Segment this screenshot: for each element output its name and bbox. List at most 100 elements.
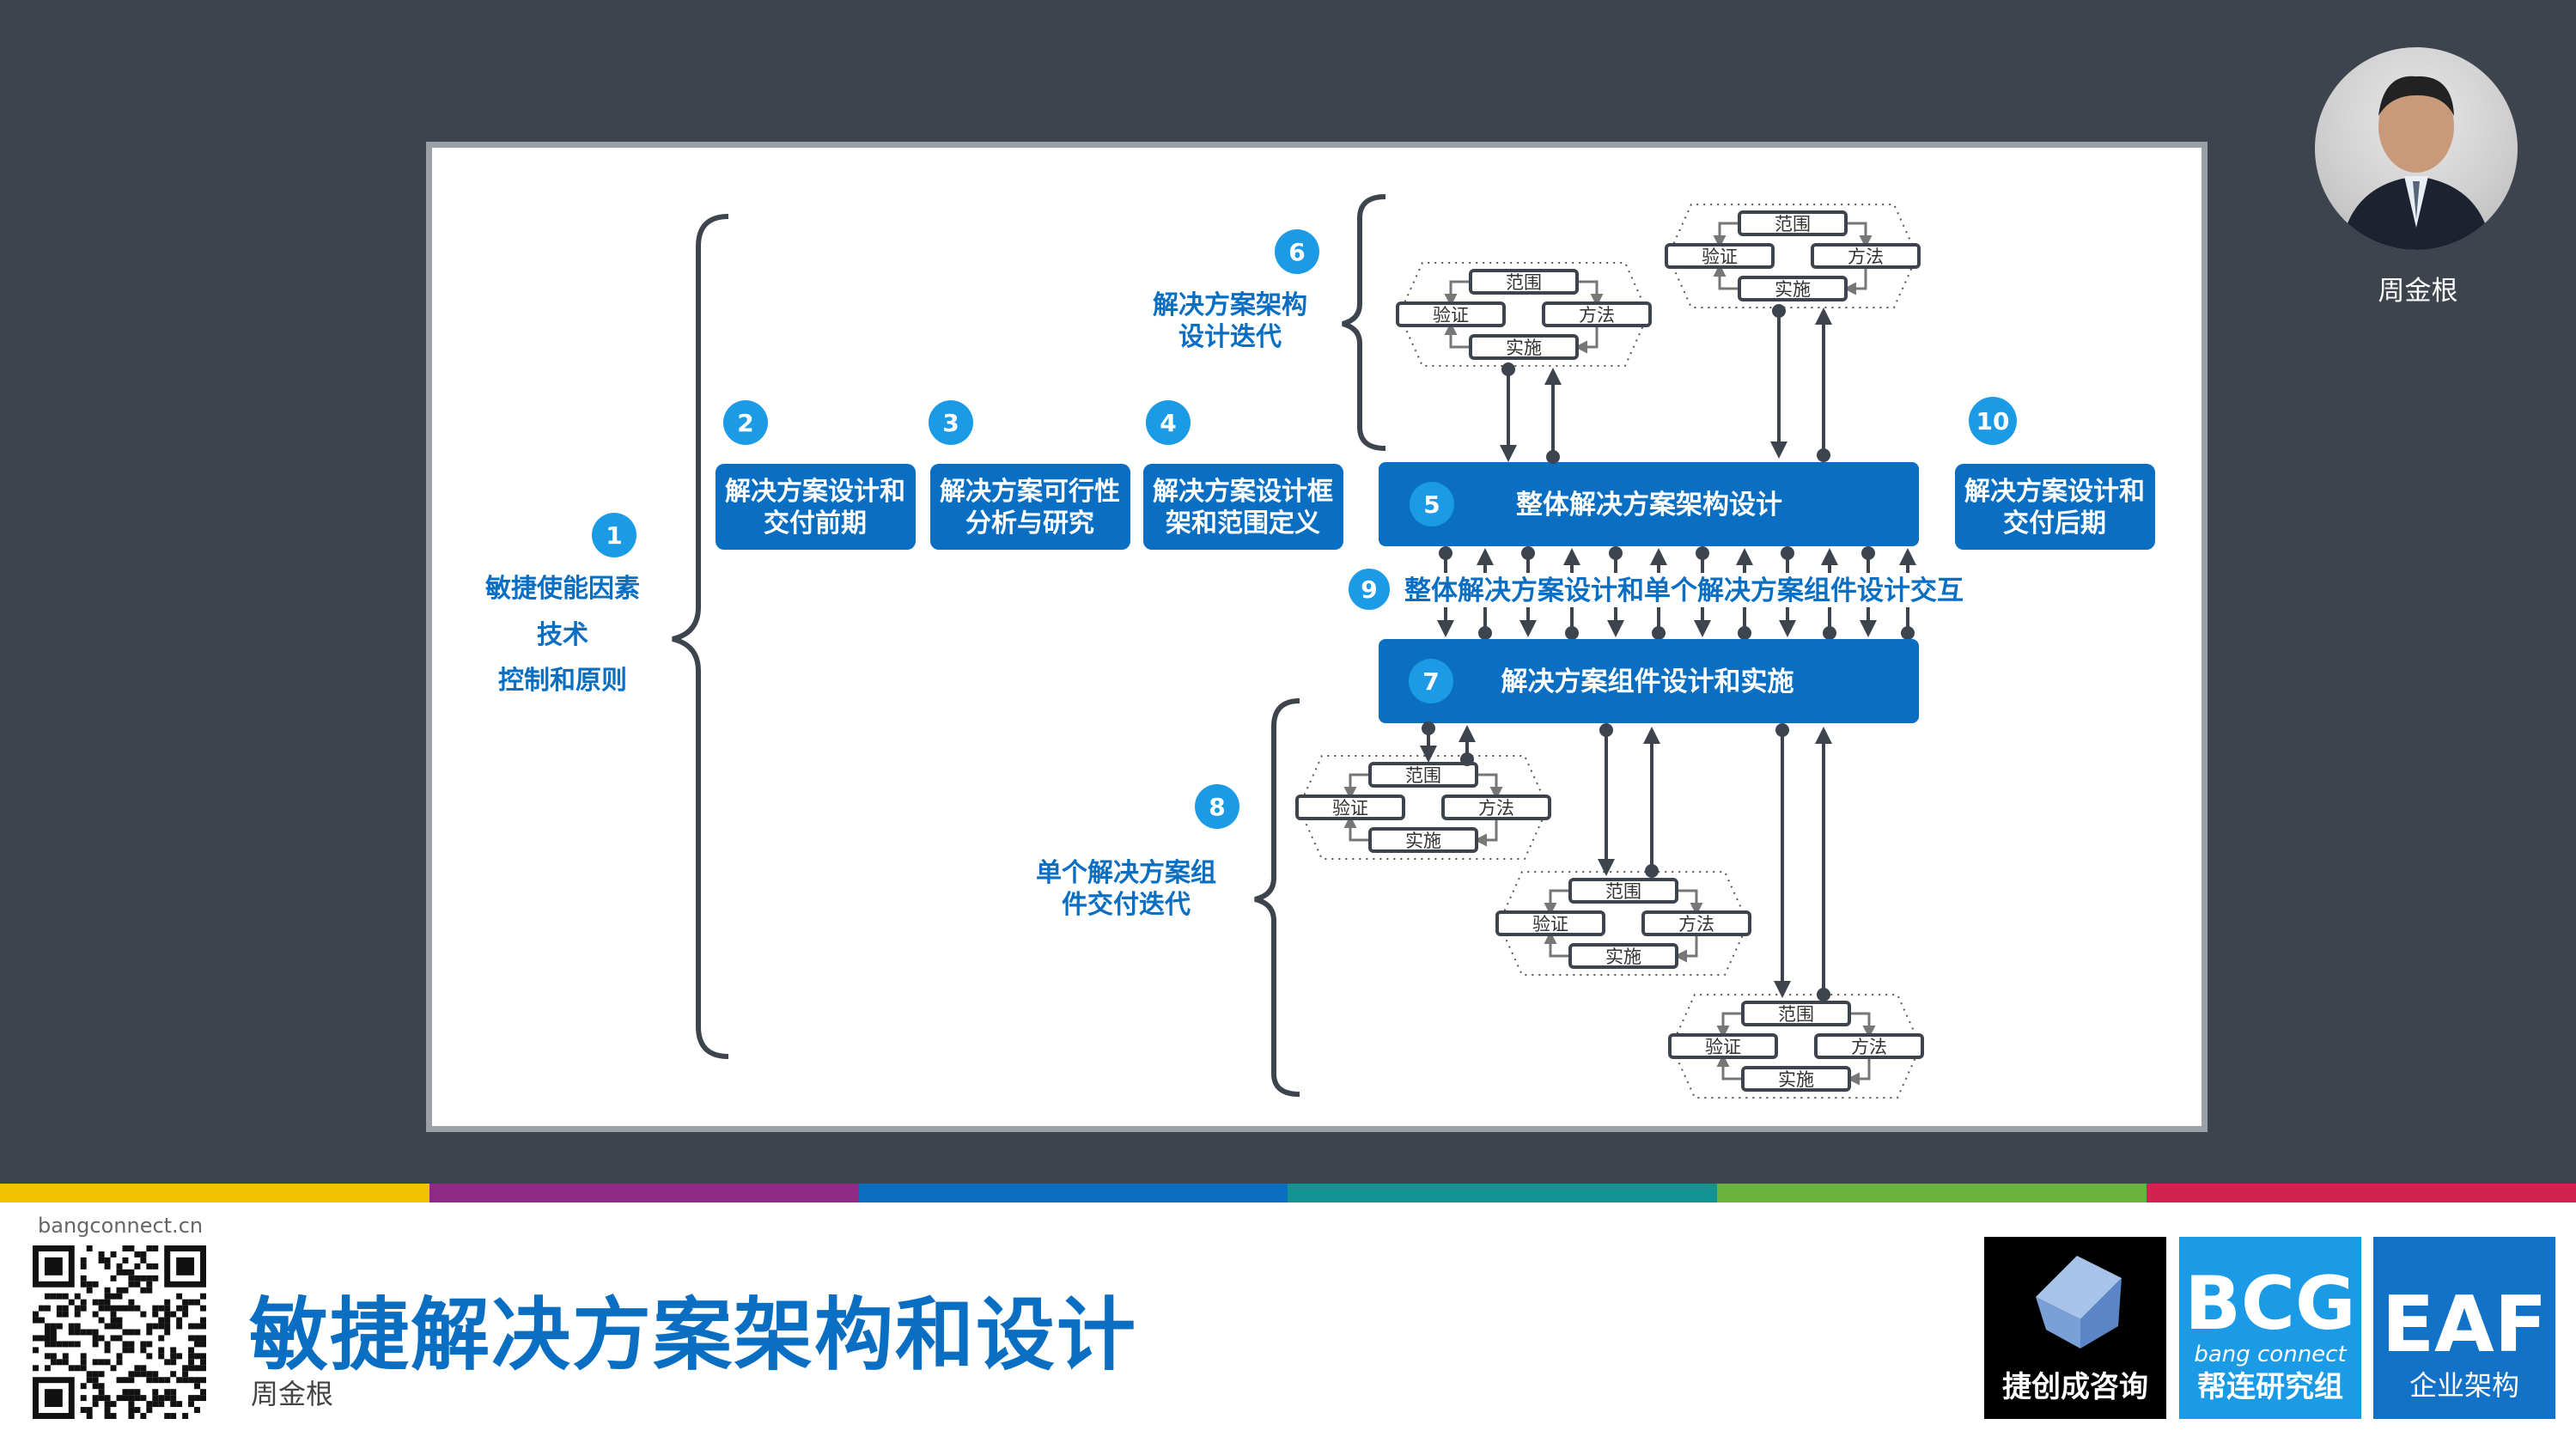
logo-bcg: BCG bang connect 帮连研究组 [2179, 1237, 2361, 1419]
qr-module [188, 1353, 195, 1360]
qr-module [44, 1335, 51, 1342]
qr-module [116, 1287, 123, 1294]
component-iteration-line-2: 件交付迭代 [1062, 890, 1191, 920]
phase-box-3 [930, 464, 1130, 550]
qr-module [110, 1293, 117, 1300]
logo-bcg-sub: bang connect [2194, 1342, 2347, 1367]
qr-module [56, 1341, 63, 1348]
qr-module [74, 1293, 81, 1300]
qr-module [74, 1311, 81, 1318]
qr-code [33, 1245, 206, 1419]
qr-module [194, 1299, 201, 1306]
qr-module [134, 1407, 141, 1414]
qr-module [116, 1335, 123, 1342]
qr-module [86, 1245, 93, 1251]
qr-module [128, 1269, 135, 1275]
qr-module [56, 1323, 63, 1330]
qr-module [68, 1323, 75, 1330]
cycle-arrow [1574, 325, 1599, 354]
qr-module [200, 1293, 206, 1300]
qr-module [194, 1341, 201, 1348]
qr-module [170, 1353, 177, 1360]
qr-module [104, 1407, 111, 1414]
cycle-arrow [1474, 818, 1498, 847]
phase-box-10-line-2: 交付后期 [2003, 508, 2106, 539]
stripe-2 [429, 1184, 859, 1202]
qr-module [44, 1365, 51, 1372]
stripe-4 [1288, 1184, 1718, 1202]
cycle-implement-box [1741, 1066, 1851, 1092]
iteration-cycles: 范围验证方法实施范围验证方法实施范围验证方法实施范围验证方法实施范围验证方法实施 [1295, 204, 1924, 1099]
qr-module [188, 1401, 195, 1408]
phase-box-2 [716, 464, 916, 550]
iteration-cycle: 范围验证方法实施 [1665, 204, 1921, 308]
qr-module [170, 1359, 177, 1366]
site-url[interactable]: bangconnect.cn [38, 1214, 204, 1238]
cycle-arrow [1544, 889, 1572, 916]
qr-module [152, 1263, 159, 1269]
qr-module [98, 1251, 105, 1257]
qr-module [158, 1377, 165, 1384]
qr-module [74, 1365, 81, 1372]
qr-module [146, 1341, 153, 1348]
qr-module [80, 1407, 87, 1414]
stripe-5 [1717, 1184, 2147, 1202]
qr-module [152, 1401, 159, 1408]
qr-module [182, 1371, 189, 1378]
qr-module [110, 1317, 117, 1324]
badge-10-number: 10 [1976, 407, 2010, 435]
qr-module [92, 1383, 99, 1390]
qr-module [188, 1359, 195, 1366]
cycle-scope-box [1741, 1001, 1851, 1026]
phase-framework-scope: 4 解决方案设计框 架和范围定义 [1143, 400, 1343, 550]
qr-module [92, 1335, 99, 1342]
qr-module [134, 1275, 141, 1282]
qr-module [128, 1389, 135, 1396]
qr-module [128, 1275, 135, 1282]
presenter-avatar [2315, 47, 2518, 250]
qr-module [122, 1395, 129, 1402]
qr-module [146, 1245, 153, 1251]
cycle-method-label: 方法 [1848, 247, 1884, 267]
qr-module [176, 1317, 183, 1324]
cycle-arrow [1843, 266, 1867, 295]
logo-bcg-caption: 帮连研究组 [2197, 1370, 2343, 1404]
qr-module [164, 1377, 171, 1384]
qr-module [110, 1401, 117, 1408]
badge-9 [1345, 565, 1393, 613]
qr-module [44, 1353, 51, 1360]
logo-bcg-main: BCG [2184, 1261, 2356, 1347]
phase-box-3-line-2: 分析与研究 [965, 508, 1094, 539]
architecture-iteration-line-1: 解决方案架构 [1153, 290, 1307, 320]
cycle-arrow [1716, 1012, 1745, 1038]
cycle-arrow [1844, 222, 1873, 248]
qr-finder-center [44, 1257, 63, 1275]
cycle-method-label: 方法 [1851, 1037, 1887, 1057]
badge-7-number: 7 [1422, 667, 1439, 696]
qr-module [104, 1395, 111, 1402]
badge-1-number: 1 [606, 521, 622, 550]
qr-module [116, 1359, 123, 1366]
presenter-name: 周金根 [2378, 276, 2458, 307]
qr-module [146, 1377, 153, 1384]
qr-module [182, 1377, 189, 1384]
qr-module [110, 1275, 117, 1282]
diagram: 1 敏捷使能因素 技术 控制和原则 2 解决方案设计和 交付前期 3 解决方案可… [485, 194, 2155, 1099]
qr-module [38, 1305, 45, 1312]
qr-module [44, 1293, 51, 1300]
phase-pre-delivery: 2 解决方案设计和 交付前期 [716, 400, 916, 550]
qr-module [92, 1341, 99, 1348]
cycle-method-box [1641, 910, 1751, 936]
qr-module [146, 1329, 153, 1336]
qr-module [188, 1323, 195, 1330]
qr-module [98, 1383, 105, 1390]
qr-module [122, 1389, 129, 1396]
qr-module [33, 1335, 39, 1342]
qr-module [92, 1401, 99, 1408]
qr-module [158, 1305, 165, 1312]
qr-module [110, 1413, 117, 1419]
qr-module [188, 1335, 195, 1342]
page-title: 敏捷解决方案架构和设计 [249, 1289, 1138, 1381]
qr-module [140, 1311, 147, 1318]
qr-module [182, 1413, 189, 1419]
